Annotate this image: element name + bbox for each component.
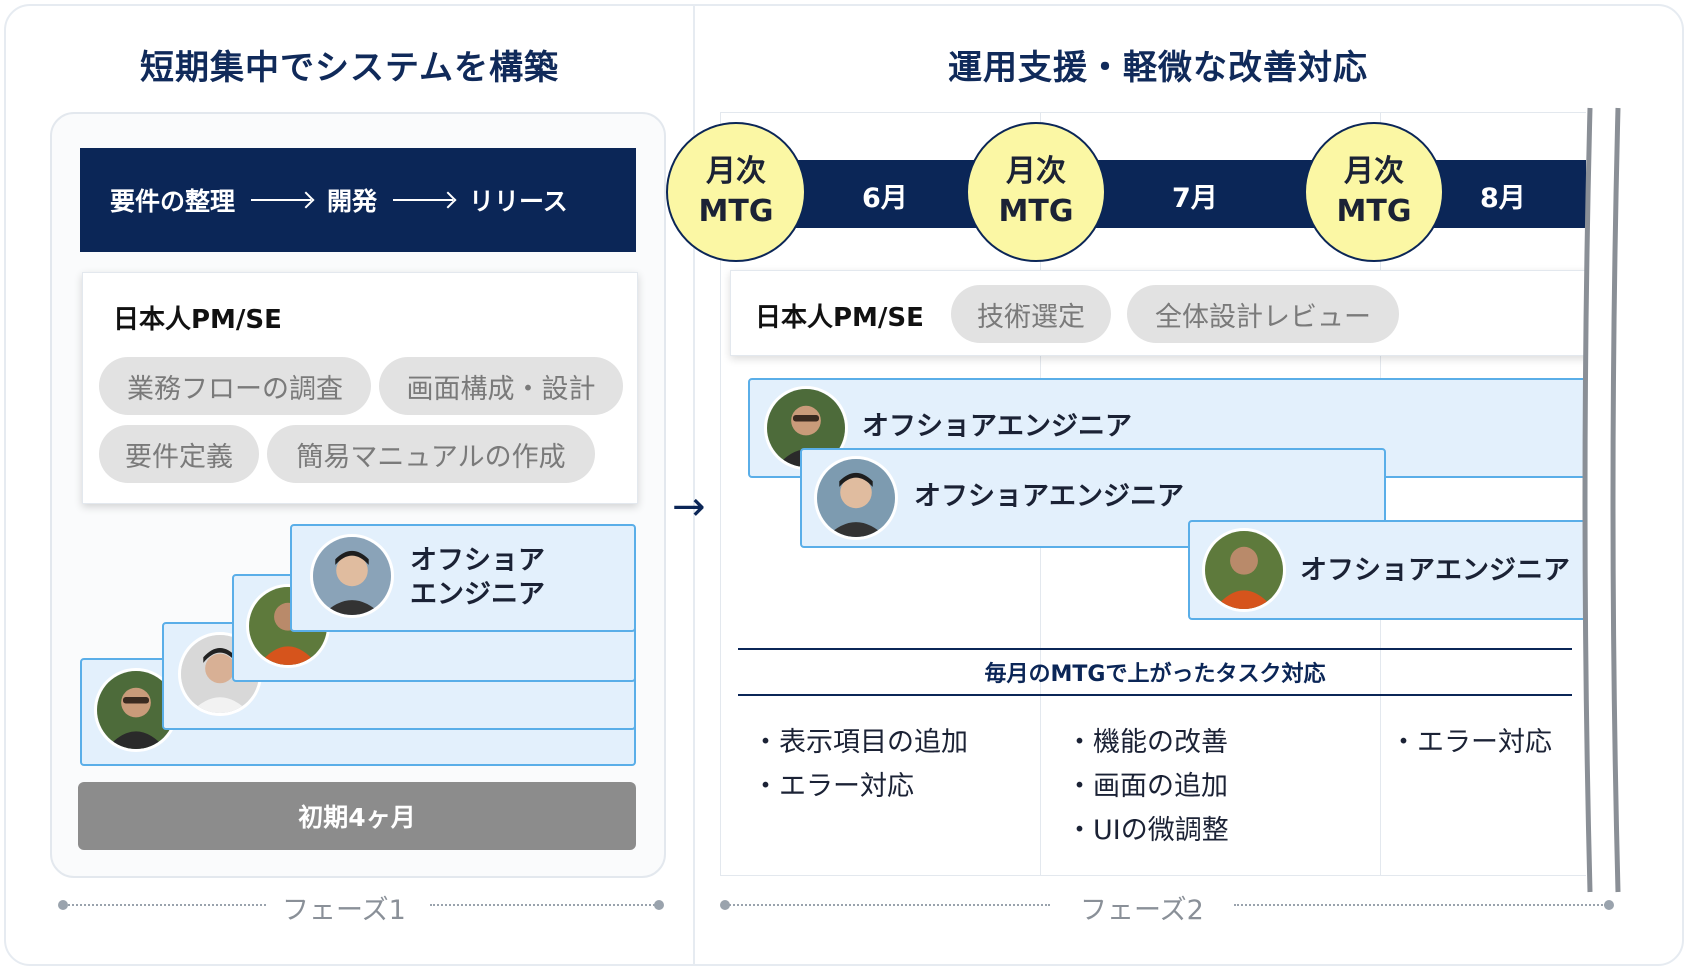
duration-bar: 初期4ヶ月 [78,782,636,850]
flow-bar: 要件の整理 開発 リリース [80,148,636,252]
timeline-line [430,904,658,906]
task-item: ・機能の改善 [1066,727,1228,758]
timeline-dot [58,900,68,910]
mtg-line2: MTG [998,194,1074,229]
phase1-title: 短期集中でシステムを構築 [140,48,559,88]
pm-task-chip: 全体設計レビュー [1127,285,1399,343]
pm-label: 日本人PM/SE [755,303,924,333]
timeline-line [726,904,1050,906]
phase1-pm-box: 日本人PM/SE 業務フローの調査 画面構成・設計 要件定義 簡易マニュアルの作… [82,272,638,504]
timeline-dot [1604,900,1614,910]
arrow-right-icon [251,199,312,201]
mtg-line1: 月次 [1344,154,1404,189]
mtg-line1: 月次 [706,154,766,189]
engineer-avatar [814,456,898,540]
task-chip: 業務フローの調査 [99,357,371,415]
flow-step-development: 開発 [327,187,378,216]
timeline-line [1234,904,1606,906]
task-item: ・画面の追加 [1066,771,1228,802]
month-label: 7月 [1172,183,1218,214]
engineer-name: オフショアエンジニア [914,481,1184,512]
task-chip: 簡易マニュアルの作成 [267,425,595,483]
task-item: ・表示項目の追加 [752,727,968,758]
timeline-dot [654,900,664,910]
flow-step-release: リリース [469,187,568,216]
mtg-line1: 月次 [1006,154,1066,189]
continuation-break-icon [1582,100,1621,900]
pm-label: 日本人PM/SE [113,305,282,335]
engineer-name-line2: エンジニア [410,579,545,610]
pm-task-chip: 技術選定 [951,285,1111,343]
task-chip: 要件定義 [99,425,259,483]
phase2-label: フェーズ2 [1080,895,1204,926]
arrow-right-icon: → [672,484,706,530]
engineer-name: オフショアエンジニア [1300,555,1570,586]
month-label: 8月 [1480,183,1526,214]
task-header: 毎月のMTGで上がったタスク対応 [738,648,1572,696]
engineer-name-line1: オフショア [410,545,545,576]
phase2-pm-row: 日本人PM/SE 技術選定 全体設計レビュー [730,270,1596,356]
phase-divider [693,6,695,964]
engineer-avatar [310,534,394,618]
flow-step-requirements: 要件の整理 [110,187,236,216]
engineer-avatar [1202,528,1286,612]
engineer-name: オフショアエンジニア [862,411,1132,442]
timeline-dot [720,900,730,910]
month-bar [740,160,1596,228]
month-label: 6月 [862,183,908,214]
task-chip: 画面構成・設計 [379,357,623,415]
phase2-title: 運用支援・軽微な改善対応 [948,48,1368,88]
mtg-line2: MTG [698,194,774,229]
arrow-right-icon [393,199,454,201]
monthly-mtg-badge: 月次 MTG [966,122,1106,262]
phase1-label: フェーズ1 [282,895,406,926]
mtg-line2: MTG [1336,194,1412,229]
monthly-mtg-badge: 月次 MTG [1304,122,1444,262]
task-item: ・エラー対応 [752,771,914,802]
phase2-grid [720,112,1596,876]
monthly-mtg-badge: 月次 MTG [666,122,806,262]
task-item: ・エラー対応 [1390,727,1552,758]
task-item: ・UIの微調整 [1066,815,1229,846]
timeline-line [64,904,266,906]
